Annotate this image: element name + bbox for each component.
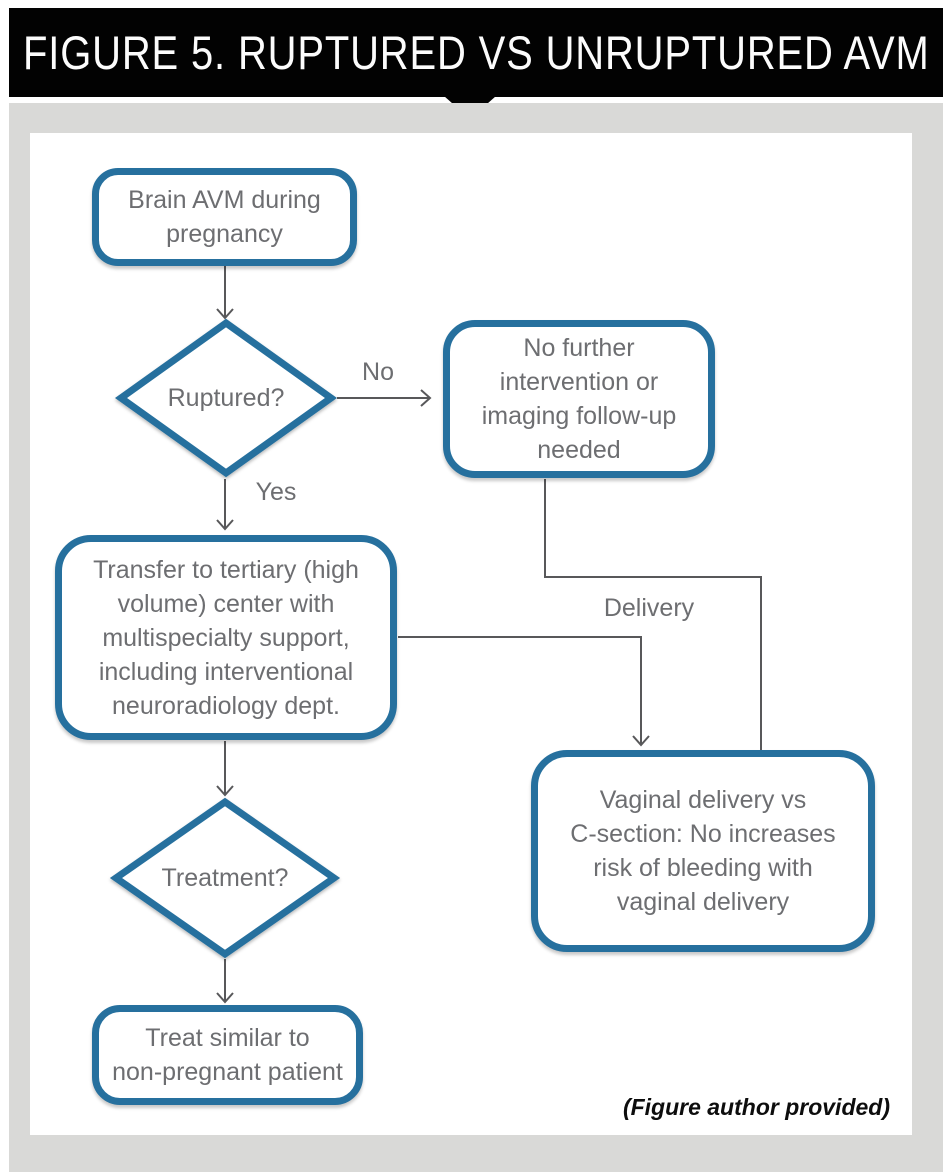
node-treat-similar: Treat similar to non-pregnant patient xyxy=(92,1005,363,1105)
node-no-intervention-label: No further intervention or imaging follo… xyxy=(481,334,677,464)
figure-header-bar: FIGURE 5. RUPTURED VS UNRUPTURED AVM xyxy=(9,8,943,97)
node-start: Brain AVM during pregnancy xyxy=(92,168,357,266)
node-delivery-advice-label: Vaginal delivery vs C-section: No increa… xyxy=(570,786,836,916)
node-treat-similar-label: Treat similar to non-pregnant patient xyxy=(112,1024,343,1086)
node-delivery-advice: Vaginal delivery vs C-section: No increa… xyxy=(531,750,875,952)
figure-title: FIGURE 5. RUPTURED VS UNRUPTURED AVM xyxy=(22,26,930,79)
node-no-intervention: No further intervention or imaging follo… xyxy=(443,320,715,478)
node-transfer-label: Transfer to tertiary (high volume) cente… xyxy=(93,555,359,720)
decision-treatment-label: Treatment? xyxy=(161,864,289,892)
edge-label-delivery: Delivery xyxy=(603,594,695,622)
node-start-label: Brain AVM during pregnancy xyxy=(128,186,321,248)
edge-label-no: No xyxy=(362,358,394,386)
node-transfer: Transfer to tertiary (high volume) cente… xyxy=(55,535,397,740)
figure-credit: (Figure author provided) xyxy=(622,1094,890,1120)
decision-ruptured-label: Ruptured? xyxy=(167,384,285,412)
edge-label-yes: Yes xyxy=(255,478,297,506)
